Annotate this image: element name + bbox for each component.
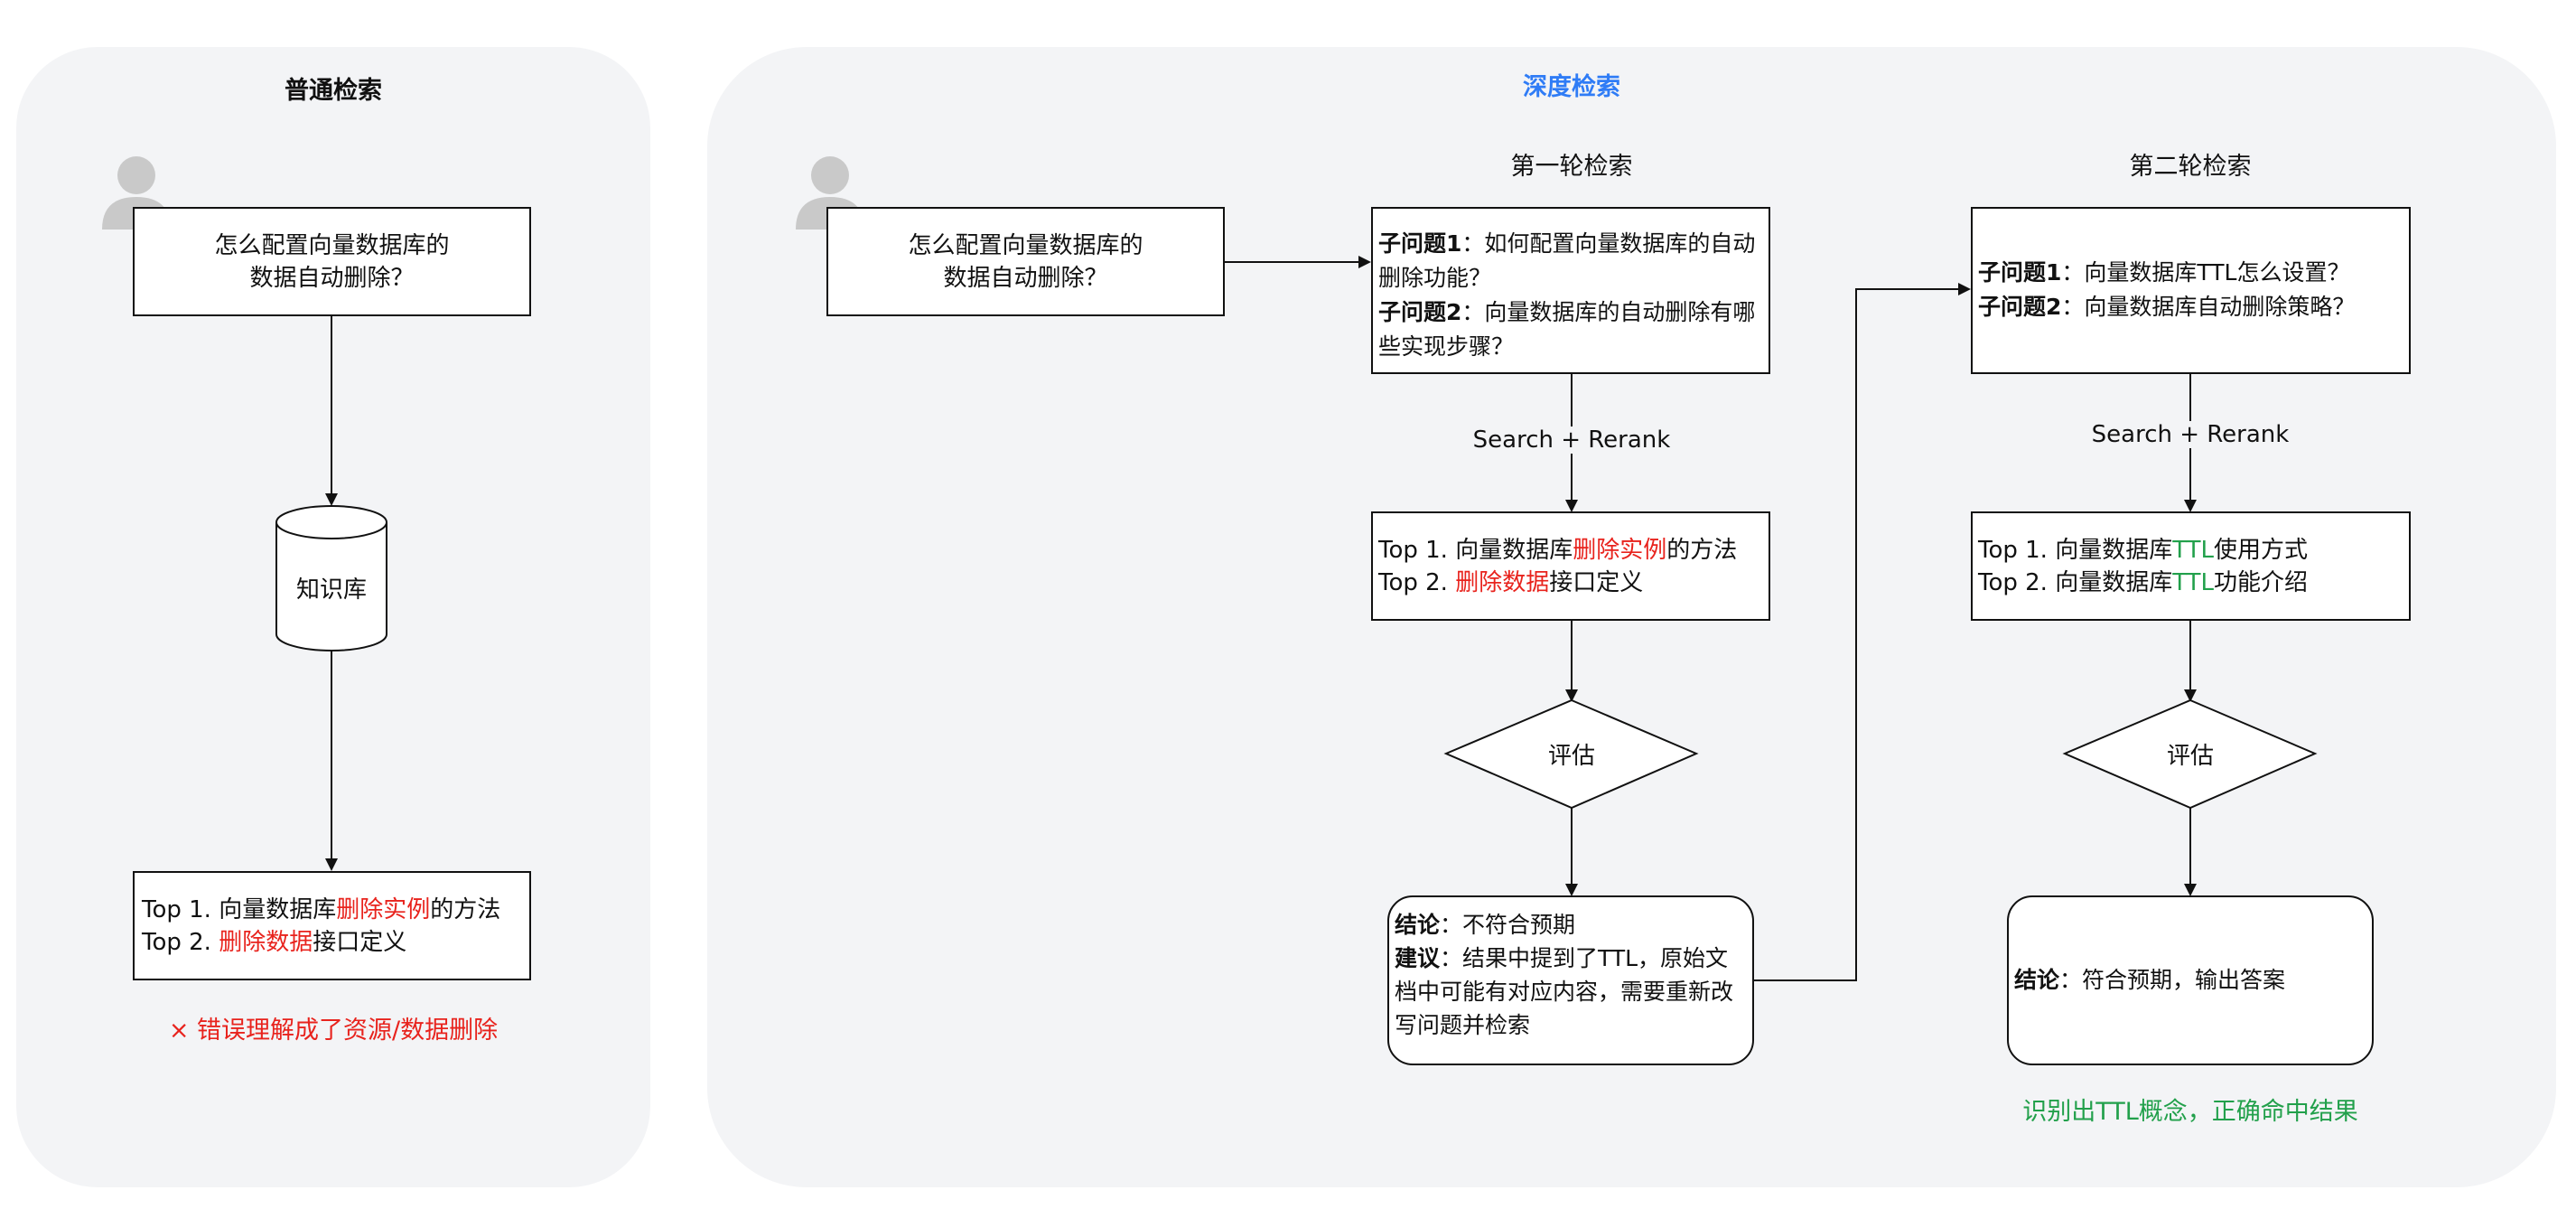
round1-conclusion-box: 结论：不符合预期 建议：结果中提到了TTL，原始文档中可能有对应内容，需要重新改… <box>1387 895 1754 1065</box>
query-line: 数据自动删除？ <box>249 264 415 292</box>
subquestion-label: 子问题1 <box>1978 259 2062 286</box>
eval-diamond-shape <box>2062 698 2318 810</box>
subquestion-label: 子问题2 <box>1378 299 1462 325</box>
highlight-text: 删除数据 <box>219 928 313 956</box>
results-box: Top 1. 向量数据库删除实例的方法 Top 2. 删除数据接口定义 <box>133 871 531 980</box>
arrow-conclusion-to-round2 <box>1754 283 1971 981</box>
result-item: Top 2. 向量数据库TTL功能介绍 <box>1978 568 2309 596</box>
highlight-text: 删除数据 <box>1455 568 1550 596</box>
round1-subquestions-box: 子问题1：如何配置向量数据库的自动删除功能？ 子问题2：向量数据库的自动删除有哪… <box>1371 207 1770 374</box>
eval-label: 评估 <box>2166 743 2214 770</box>
eval-diamond-shape <box>1443 698 1699 810</box>
result-item: Top 1. 向量数据库删除实例的方法 <box>142 895 501 923</box>
query-line: 怎么配置向量数据库的 <box>214 231 450 259</box>
round2-conclusion-box: 结论：符合预期，输出答案 <box>2007 895 2374 1065</box>
query-line: 怎么配置向量数据库的 <box>908 231 1143 259</box>
round2-title: 第二轮检索 <box>2129 153 2252 181</box>
highlight-text: TTL <box>2172 536 2215 564</box>
conclusion-label: 结论 <box>1395 912 1441 938</box>
search-rerank-label: Search + Rerank <box>1463 426 1680 454</box>
subquestion-label: 子问题2 <box>1978 294 2062 320</box>
success-note: 识别出TTL概念，正确命中结果 <box>2022 1098 2358 1126</box>
knowledge-base-label: 知识库 <box>295 576 367 604</box>
highlight-text: 删除实例 <box>1573 536 1667 564</box>
eval-label: 评估 <box>1547 743 1595 770</box>
deep-query-box: 怎么配置向量数据库的 数据自动删除？ <box>826 207 1225 316</box>
advice-label: 建议 <box>1395 945 1441 971</box>
result-item: Top 1. 向量数据库TTL使用方式 <box>1978 536 2309 564</box>
highlight-text: 删除实例 <box>336 895 431 923</box>
subquestion-label: 子问题1 <box>1378 230 1462 257</box>
round1-title: 第一轮检索 <box>1510 153 1633 181</box>
query-box: 怎么配置向量数据库的 数据自动删除？ <box>133 207 531 316</box>
result-item: Top 2. 删除数据接口定义 <box>1378 568 1644 596</box>
result-item: Top 2. 删除数据接口定义 <box>142 928 407 956</box>
highlight-text: TTL <box>2172 568 2215 596</box>
round2-subquestions-box: 子问题1：向量数据库TTL怎么设置？ 子问题2：向量数据库自动删除策略？ <box>1971 207 2411 374</box>
conclusion-label: 结论 <box>2014 967 2060 993</box>
query-line: 数据自动删除？ <box>943 264 1108 292</box>
result-item: Top 1. 向量数据库删除实例的方法 <box>1378 536 1738 564</box>
normal-search-title: 普通检索 <box>285 77 382 105</box>
round2-results-box: Top 1. 向量数据库TTL使用方式 Top 2. 向量数据库TTL功能介绍 <box>1971 511 2411 621</box>
search-rerank-label: Search + Rerank <box>2082 421 2299 448</box>
deep-search-title: 深度检索 <box>1523 73 1620 101</box>
round1-results-box: Top 1. 向量数据库删除实例的方法 Top 2. 删除数据接口定义 <box>1371 511 1770 621</box>
error-note: × 错误理解成了资源/数据删除 <box>168 1017 499 1045</box>
database-icon <box>275 505 387 651</box>
